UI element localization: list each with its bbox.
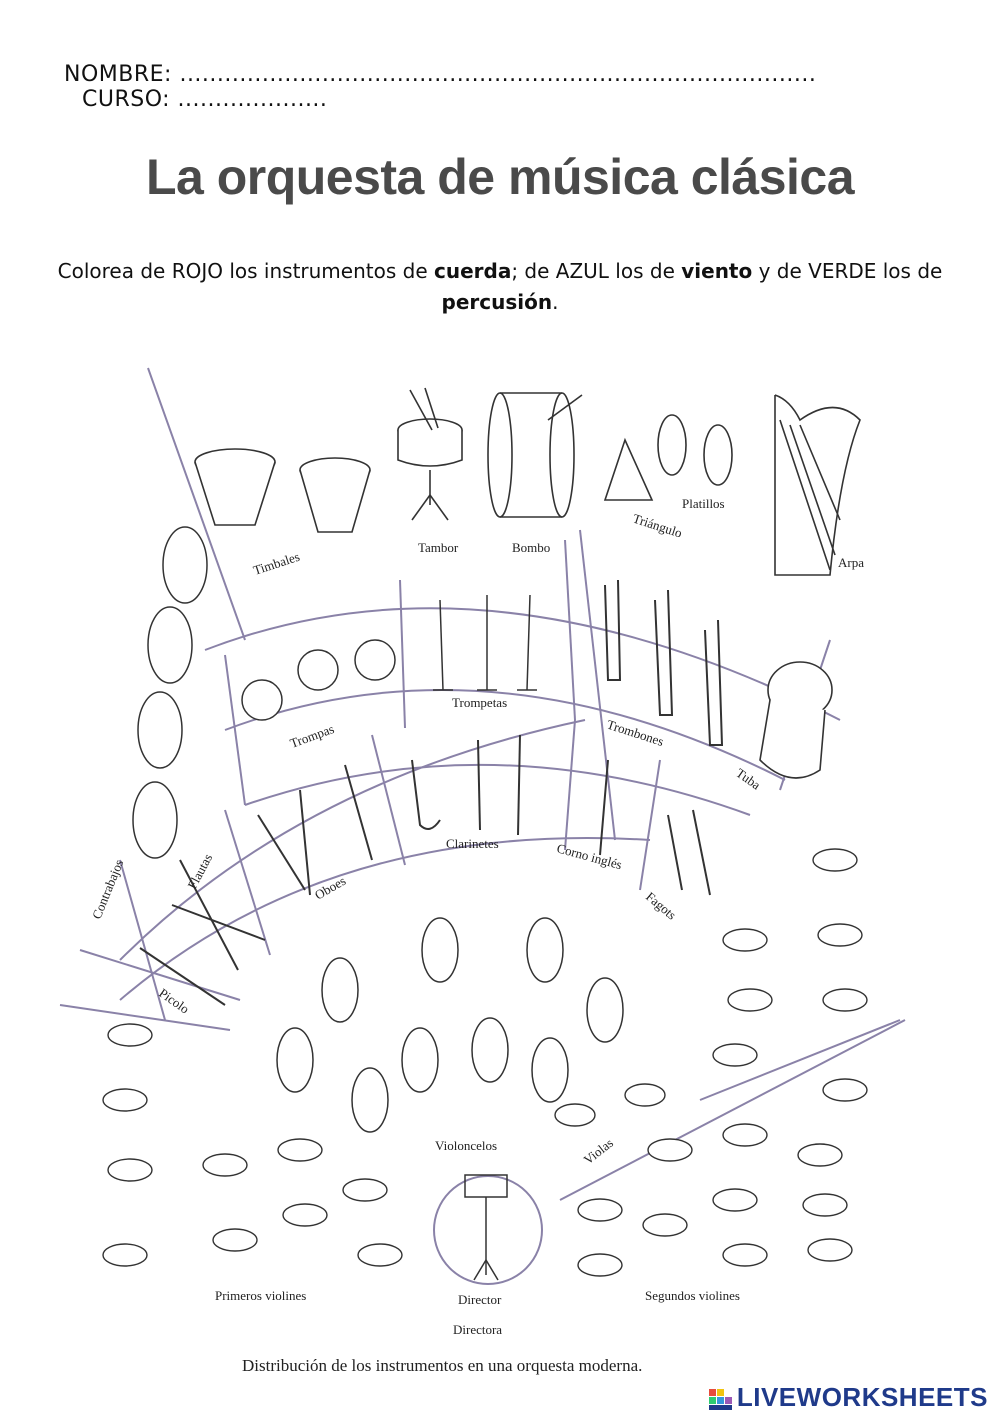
label-oboes: Oboes <box>312 873 348 903</box>
label-primeros-violines: Primeros violines <box>215 1288 306 1303</box>
instructions: Colorea de ROJO los instrumentos de cuer… <box>57 259 943 314</box>
label-director: Director <box>458 1292 502 1307</box>
name-label: NOMBRE: <box>64 62 172 87</box>
label-triangulo: Triángulo <box>631 511 684 541</box>
label-tuba: Tuba <box>733 765 763 792</box>
label-flautas: Flautas <box>184 851 215 891</box>
tuba-icon <box>759 661 833 779</box>
name-field[interactable]: ........................................… <box>171 62 817 87</box>
label-arpa: Arpa <box>838 555 864 570</box>
label-trompetas: Trompetas <box>452 695 507 710</box>
label-bombo: Bombo <box>512 540 550 555</box>
harp-icon <box>774 394 861 576</box>
label-platillos: Platillos <box>682 496 725 511</box>
horn-icon <box>241 639 396 721</box>
label-clarinetes: Clarinetes <box>446 836 499 851</box>
label-picolo: Picolo <box>156 985 192 1016</box>
label-fagots: Fagots <box>643 889 679 923</box>
timpani-icon <box>194 448 371 533</box>
trombone-icon <box>604 579 724 746</box>
trumpet-icon <box>433 594 537 691</box>
cello-icon <box>276 917 624 1133</box>
label-directora: Directora <box>453 1322 502 1337</box>
course-label: CURSO: <box>82 87 171 112</box>
cymbals-icon <box>657 414 733 486</box>
figure-caption: Distribución de los instrumentos en una … <box>242 1356 643 1375</box>
liveworksheets-icon <box>708 1387 733 1410</box>
label-violas: Violas <box>581 1135 616 1167</box>
woodwind-icon <box>139 734 711 1006</box>
label-tambor: Tambor <box>418 540 459 555</box>
viola-icon <box>554 1083 666 1127</box>
label-trompas: Trompas <box>288 721 336 751</box>
bass-drum-icon <box>487 392 583 518</box>
brand-name: LIVEWORKSHEETS <box>736 1382 988 1412</box>
label-segundos-violines: Segundos violines <box>645 1288 740 1303</box>
snare-drum-icon <box>397 387 463 521</box>
label-contrabajos: Contrabajos <box>89 857 126 921</box>
brand-logo: LIVEWORKSHEETS <box>708 1382 988 1413</box>
label-violonchelos: Violoncelos <box>435 1138 497 1153</box>
student-header: NOMBRE: ................................… <box>64 62 940 112</box>
double-bass-icon <box>132 526 208 859</box>
violin-icon <box>102 848 868 1277</box>
triangle-icon <box>603 437 654 501</box>
director-podium <box>433 1175 543 1285</box>
label-corno-ingles: Corno inglés <box>555 840 623 872</box>
course-field[interactable]: .................... <box>170 87 328 112</box>
page-title: La orquesta de música clásica <box>145 149 855 205</box>
label-timbales: Timbales <box>251 549 301 578</box>
music-stand-icon <box>464 1174 508 1281</box>
label-trombones: Trombones <box>605 717 666 749</box>
